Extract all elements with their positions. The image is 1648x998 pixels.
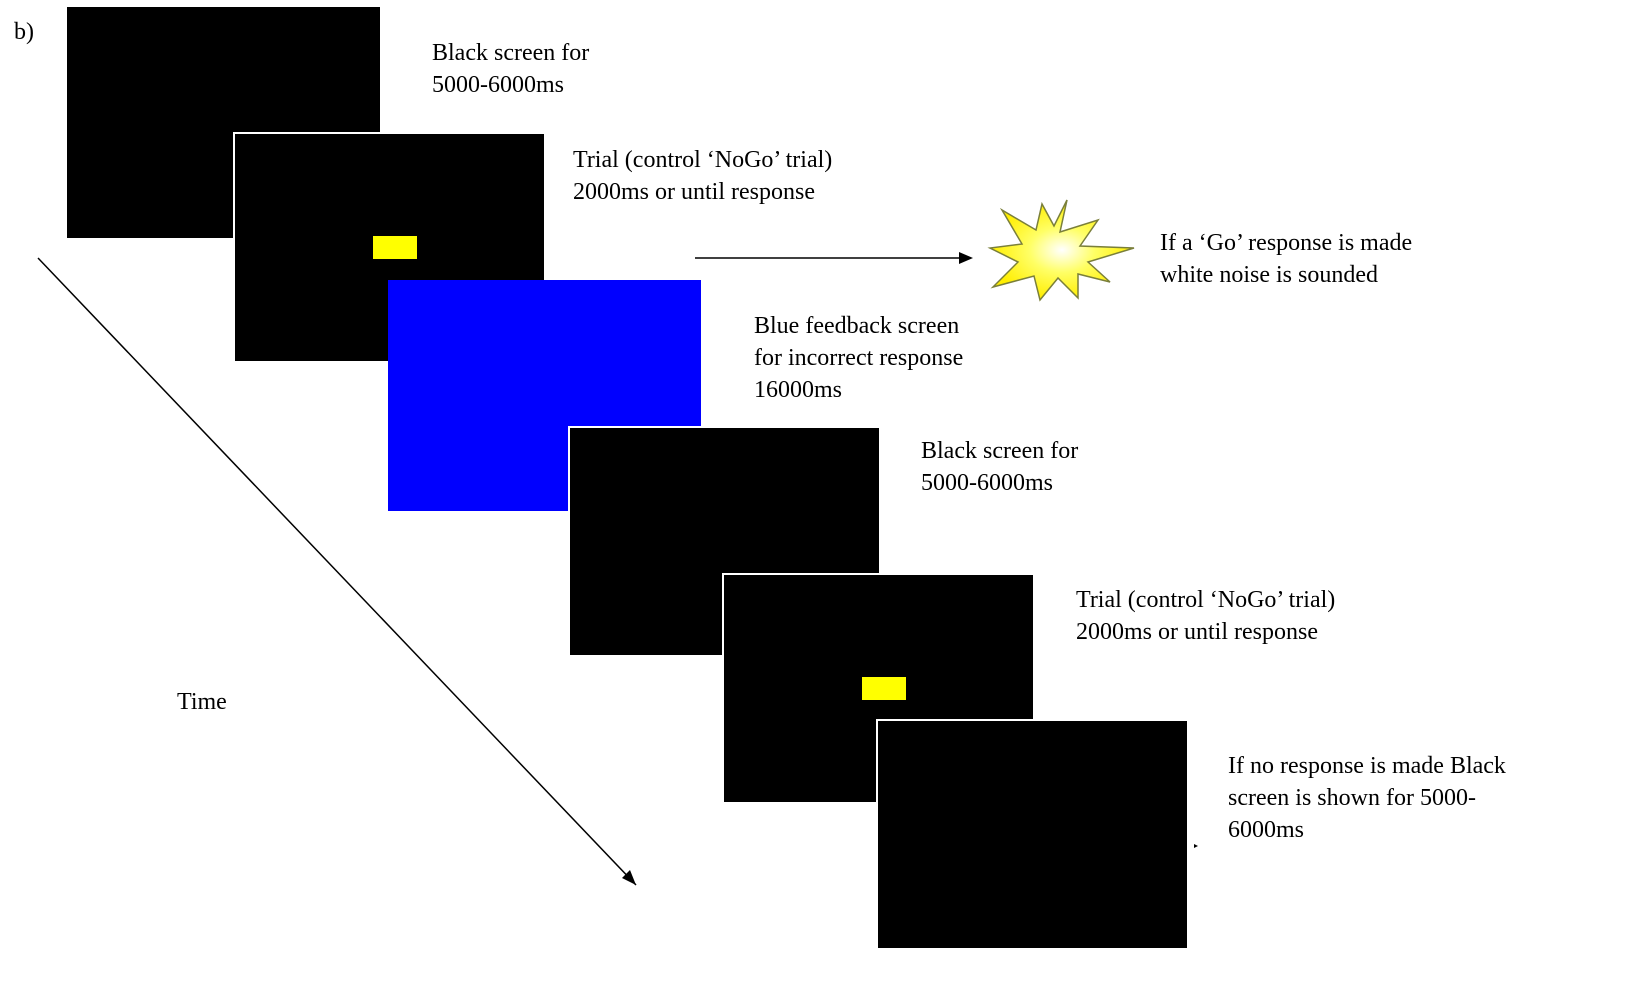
panel-label: b) bbox=[14, 19, 34, 45]
yellow-stimulus-rectangle bbox=[373, 236, 417, 259]
time-arrow-head bbox=[622, 870, 636, 885]
yellow-stimulus-rectangle bbox=[862, 677, 906, 700]
go-response-arrow-head bbox=[959, 252, 973, 264]
white-noise-burst-icon bbox=[987, 199, 1135, 302]
small-pointer-mark bbox=[1194, 844, 1198, 848]
no-response-label: If no response is made Black screen is s… bbox=[1228, 753, 1506, 843]
trial-2-label: Trial (control ‘NoGo’ trial) 2000ms or u… bbox=[1076, 587, 1336, 645]
time-arrow bbox=[37, 257, 637, 886]
black-screen-2-label: Black screen for 5000-6000ms bbox=[921, 438, 1079, 496]
black-screen-3 bbox=[876, 719, 1189, 950]
go-response-label: If a ‘Go’ response is made white noise i… bbox=[1160, 230, 1413, 288]
blue-feedback-label: Blue feedback screen for incorrect respo… bbox=[754, 313, 964, 403]
black-screen-1-label: Black screen for 5000-6000ms bbox=[432, 40, 590, 98]
time-axis-label: Time bbox=[177, 689, 227, 715]
trial-1-label: Trial (control ‘NoGo’ trial) 2000ms or u… bbox=[573, 147, 833, 205]
